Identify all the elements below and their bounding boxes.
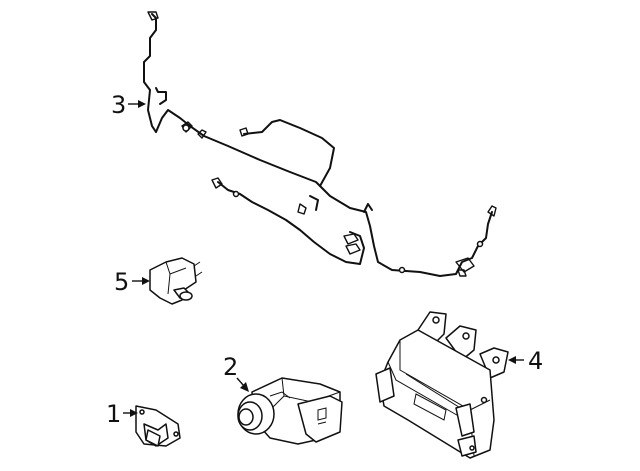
callout-label-1: 1: [106, 400, 121, 428]
callout-label-3: 3: [111, 91, 126, 119]
callout-1: 1: [106, 400, 138, 428]
callout-3: 3: [111, 91, 146, 119]
callout-2: 2: [223, 353, 249, 392]
callout-5: 5: [114, 268, 150, 296]
part-1-bracket: [135, 405, 181, 447]
wiring-harness: [143, 11, 497, 277]
callout-label-5: 5: [114, 268, 129, 296]
callout-label-2: 2: [223, 353, 238, 381]
part-2-parking-sensor: [237, 377, 343, 445]
part-4-control-module: [375, 311, 509, 459]
callout-4: 4: [508, 347, 543, 375]
callout-label-4: 4: [528, 347, 543, 375]
part-5-connector: [149, 257, 203, 305]
